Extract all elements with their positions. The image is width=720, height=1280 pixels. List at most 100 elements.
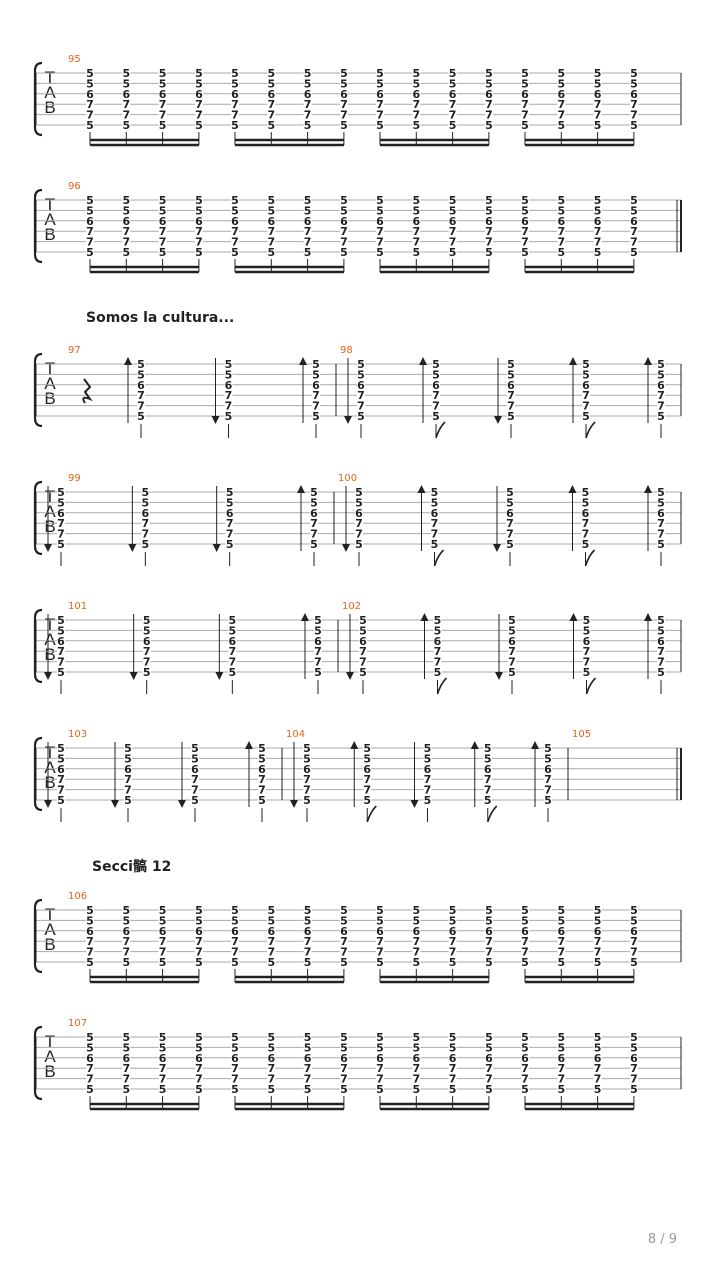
fret-backdrop bbox=[359, 635, 367, 646]
fret-number: 5 bbox=[557, 119, 565, 132]
fret-number: 5 bbox=[340, 956, 348, 969]
note-flag bbox=[585, 421, 596, 439]
fret-backdrop bbox=[339, 78, 348, 89]
fret-number: 5 bbox=[376, 956, 384, 969]
fret-number: 7 bbox=[159, 109, 167, 122]
fret-backdrop bbox=[593, 1052, 602, 1063]
fret-number: 6 bbox=[583, 635, 591, 648]
fret-number: 5 bbox=[159, 77, 167, 90]
fret-number: 5 bbox=[376, 1031, 384, 1044]
fret-backdrop bbox=[158, 925, 167, 936]
fret-backdrop bbox=[593, 946, 602, 957]
fret-number: 5 bbox=[376, 67, 384, 80]
fret-number: 5 bbox=[159, 956, 167, 969]
fret-backdrop bbox=[412, 215, 421, 226]
fret-backdrop bbox=[657, 646, 665, 657]
tab-clef-letter: A bbox=[44, 630, 56, 649]
fret-number: 5 bbox=[191, 794, 199, 807]
fret-number: 7 bbox=[484, 773, 492, 786]
fret-number: 7 bbox=[557, 946, 565, 959]
fret-backdrop bbox=[231, 936, 239, 947]
fret-number: 5 bbox=[363, 794, 371, 807]
fret-backdrop bbox=[506, 539, 514, 549]
fret-backdrop bbox=[194, 1073, 203, 1084]
fret-number: 7 bbox=[57, 645, 65, 658]
fret-backdrop bbox=[314, 615, 322, 625]
fret-number: 6 bbox=[424, 763, 432, 776]
fret-number: 5 bbox=[122, 119, 130, 132]
fret-number: 5 bbox=[630, 904, 638, 917]
fret-number: 7 bbox=[340, 935, 348, 948]
fret-number: 5 bbox=[304, 77, 312, 90]
page-indicator: 8 / 9 bbox=[647, 1232, 677, 1247]
fret-number: 7 bbox=[521, 935, 529, 948]
fret-number: 7 bbox=[340, 1073, 348, 1086]
fret-number: 6 bbox=[122, 215, 130, 228]
fret-backdrop bbox=[448, 120, 457, 130]
fret-number: 5 bbox=[57, 752, 65, 765]
fret-backdrop bbox=[593, 78, 602, 89]
fret-number: 7 bbox=[582, 389, 590, 402]
fret-number: 7 bbox=[630, 1062, 638, 1075]
fret-number: 5 bbox=[229, 624, 237, 637]
fret-backdrop bbox=[194, 1084, 203, 1094]
fret-number: 7 bbox=[231, 946, 239, 959]
fret-backdrop bbox=[433, 656, 442, 667]
fret-number: 7 bbox=[359, 656, 367, 669]
fret-number: 5 bbox=[137, 358, 145, 371]
fret-backdrop bbox=[629, 236, 638, 247]
fret-number: 6 bbox=[594, 1052, 602, 1065]
fret-number: 5 bbox=[159, 67, 167, 80]
fret-number: 7 bbox=[630, 1073, 638, 1086]
fret-number: 7 bbox=[412, 1073, 420, 1086]
fret-number: 6 bbox=[303, 763, 311, 776]
fret-number: 7 bbox=[267, 1073, 275, 1086]
fret-number: 5 bbox=[195, 246, 203, 259]
fret-number: 5 bbox=[557, 1041, 565, 1054]
fret-number: 5 bbox=[86, 67, 94, 80]
fret-backdrop bbox=[508, 635, 516, 646]
fret-number: 5 bbox=[57, 538, 65, 551]
fret-backdrop bbox=[141, 507, 150, 518]
fret-number: 5 bbox=[412, 914, 420, 927]
fret-backdrop bbox=[124, 774, 132, 785]
fret-backdrop bbox=[194, 195, 203, 205]
fret-backdrop bbox=[506, 528, 514, 539]
fret-number: 6 bbox=[355, 507, 363, 520]
fret-backdrop bbox=[267, 905, 276, 915]
fret-number: 5 bbox=[431, 538, 439, 551]
fret-number: 5 bbox=[258, 742, 266, 755]
fret-number: 7 bbox=[449, 98, 457, 111]
fret-number: 6 bbox=[159, 88, 167, 101]
fret-backdrop bbox=[137, 390, 145, 401]
fret-number: 5 bbox=[86, 204, 94, 217]
strum-down-arrow bbox=[342, 544, 350, 552]
fret-number: 5 bbox=[412, 194, 420, 207]
fret-backdrop bbox=[359, 656, 367, 667]
tab-clef-letter: B bbox=[44, 389, 55, 408]
fret-backdrop bbox=[376, 946, 384, 957]
fret-backdrop bbox=[376, 236, 384, 247]
fret-backdrop bbox=[448, 1032, 457, 1042]
fret-backdrop bbox=[224, 400, 233, 411]
fret-number: 6 bbox=[434, 635, 442, 648]
fret-number: 6 bbox=[432, 379, 440, 392]
measure-number: 107 bbox=[68, 1018, 87, 1029]
fret-backdrop bbox=[412, 936, 421, 947]
fret-backdrop bbox=[521, 195, 529, 205]
fret-number: 6 bbox=[124, 763, 132, 776]
fret-number: 7 bbox=[191, 784, 199, 797]
fret-backdrop bbox=[582, 411, 590, 421]
fret-backdrop bbox=[582, 400, 590, 411]
fret-number: 7 bbox=[314, 645, 322, 658]
fret-backdrop bbox=[339, 68, 348, 78]
fret-backdrop bbox=[137, 369, 145, 380]
strum-up-arrow bbox=[420, 613, 429, 621]
staff-bracket bbox=[33, 898, 43, 974]
note-flag bbox=[435, 421, 446, 439]
fret-number: 7 bbox=[376, 1062, 384, 1075]
fret-number: 5 bbox=[137, 410, 145, 423]
tab-clef-letter: T bbox=[45, 905, 55, 924]
fret-number: 7 bbox=[312, 389, 320, 402]
fret-backdrop bbox=[484, 946, 493, 957]
